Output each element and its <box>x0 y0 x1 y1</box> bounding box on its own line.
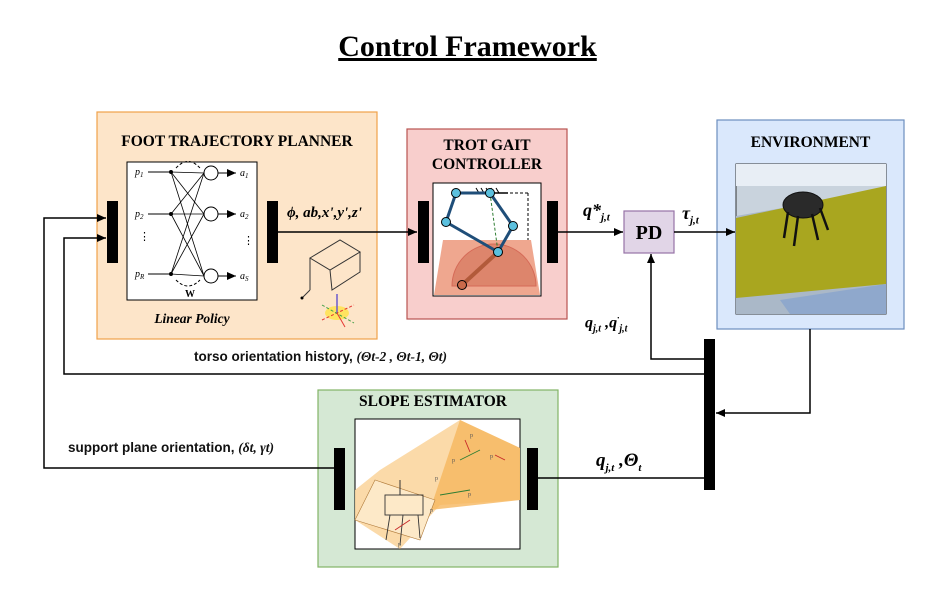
page-title: Control Framework <box>338 30 597 63</box>
network-output-2: a2 <box>240 209 249 221</box>
feedback-split-bar <box>704 339 715 490</box>
trot-output-bar <box>547 201 558 263</box>
trot-label-line1: TROT GAIT <box>443 137 531 154</box>
slope-input-q: q <box>596 450 606 471</box>
trot-leg-image <box>432 182 542 297</box>
environment-render-image <box>735 163 887 315</box>
environment-to-feedback-arrow <box>716 329 811 417</box>
feedback-to-pd-arrow <box>647 254 704 360</box>
environment-label: ENVIRONMENT <box>750 134 871 151</box>
support-plane-arrow <box>43 214 334 469</box>
trot-label-line2: CONTROLLER <box>431 156 543 173</box>
network-input-1: p1 <box>134 167 144 179</box>
slope-input-bar <box>527 448 538 510</box>
pd-feedback-sub2: j,t <box>619 323 628 335</box>
torso-history-text: torso orientation history, <box>194 349 357 364</box>
torso-history-arrow <box>63 234 704 375</box>
support-plane-math: (δt, γt) <box>238 440 275 455</box>
trot-output-signal: q*j,t <box>583 200 610 224</box>
planner-input-bar <box>107 201 118 263</box>
network-output-1: a1 <box>240 168 249 180</box>
slope-input-theta-sub: t <box>638 461 642 474</box>
slope-output-bar <box>334 448 345 510</box>
pd-feedback-q: q <box>585 314 593 332</box>
pd-feedback-signal: qj,t ,q·j,t <box>585 313 628 335</box>
pd-label: PD <box>635 222 663 244</box>
slope-input-theta: ,Θ <box>614 450 639 471</box>
linear-policy-network-image: ⋮ ⋮ <box>126 161 258 301</box>
planner-output-bar <box>267 201 278 263</box>
torque-main: τ <box>682 203 690 223</box>
svg-text:p: p <box>430 508 433 514</box>
pd-feedback-mid: ,q <box>601 314 618 332</box>
torque-sub: j,t <box>690 214 699 227</box>
svg-text:p: p <box>490 454 493 460</box>
slope-input-sub: j,t <box>605 461 615 474</box>
torque-signal: τj,t <box>682 203 699 227</box>
trot-label: TROT GAIT CONTROLLER <box>407 136 567 174</box>
svg-text:p: p <box>435 476 438 482</box>
network-weight-label: W <box>185 289 195 300</box>
network-input-r: pR <box>134 269 145 281</box>
trot-output-main: q* <box>583 200 601 220</box>
svg-text:⋮: ⋮ <box>139 231 150 243</box>
network-output-s: aS <box>240 271 249 283</box>
svg-text:p: p <box>398 542 401 548</box>
planner-output-signal: ϕ, ab,x',y',z' <box>287 205 362 221</box>
svg-text:p: p <box>468 492 471 498</box>
svg-text:p: p <box>452 458 455 464</box>
trot-output-sub: j,t <box>601 211 610 224</box>
support-plane-label: support plane orientation, (δt, γt) <box>68 440 274 456</box>
slope-geometry-image: p p p p p p p <box>354 418 521 550</box>
support-plane-text: support plane orientation, <box>68 440 239 455</box>
pd-block <box>623 210 675 254</box>
slope-input-signal: qj,t ,Θt <box>596 450 641 474</box>
svg-text:⋮: ⋮ <box>243 235 254 247</box>
trot-input-bar <box>418 201 429 263</box>
pd-feedback-sub1: j,t <box>593 323 602 335</box>
foot-schematic-image <box>300 239 361 328</box>
linear-policy-caption: Linear Policy <box>154 311 230 326</box>
network-input-2: p2 <box>134 209 144 221</box>
planner-label: FOOT TRAJECTORY PLANNER <box>121 133 353 150</box>
torso-history-math: (Θt-2 , Θt-1, Θt) <box>356 349 448 364</box>
svg-text:p: p <box>470 433 473 439</box>
torso-history-label: torso orientation history, (Θt-2 , Θt-1,… <box>194 349 447 365</box>
slope-estimator-label: SLOPE ESTIMATOR <box>358 393 507 410</box>
